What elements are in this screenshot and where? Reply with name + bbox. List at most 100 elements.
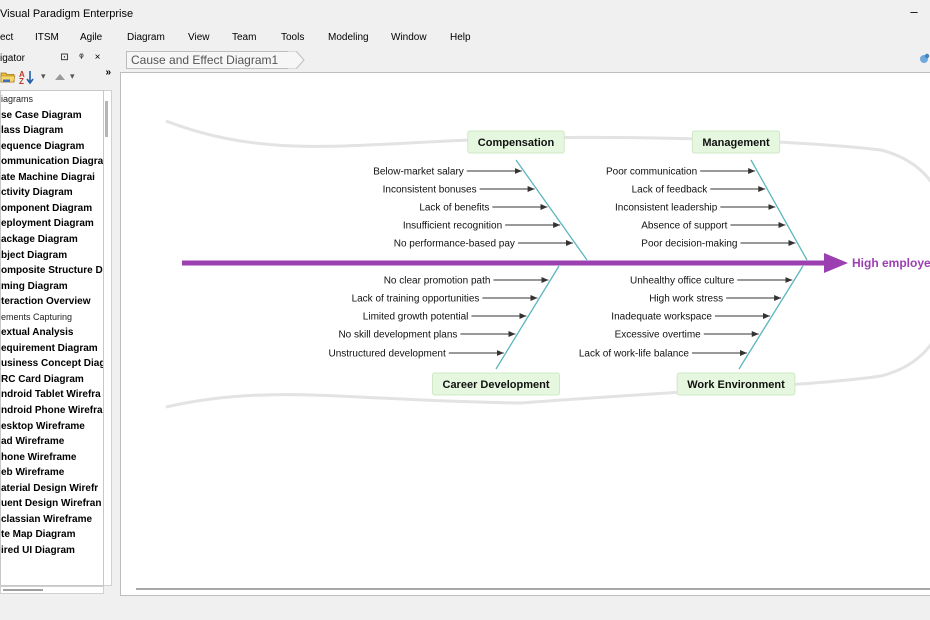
- navigator-diagram-item[interactable]: ired UI Diagram: [1, 544, 75, 556]
- menu-help[interactable]: Help: [450, 32, 471, 43]
- cause-label: Poor decision-making: [641, 239, 737, 250]
- cause-label: Inconsistent leadership: [615, 203, 718, 214]
- navigator-diagram-item[interactable]: ad Wireframe: [1, 436, 65, 448]
- sort-icon[interactable]: A Z: [19, 69, 35, 85]
- category-bone: [515, 159, 588, 261]
- tab-chevron-icon: [288, 51, 305, 69]
- toolbar-overflow-icon[interactable]: »: [105, 67, 111, 78]
- navigator-diagram-item[interactable]: RC Card Diagram: [1, 373, 84, 385]
- pin-panel-button[interactable]: ᵠ: [79, 52, 84, 63]
- navigator-diagram-item[interactable]: ndroid Tablet Wirefra: [1, 389, 101, 401]
- navigator-diagram-item[interactable]: se Case Diagram: [1, 109, 82, 121]
- navigator-diagram-item[interactable]: ndroid Phone Wirefra: [1, 405, 103, 416]
- navigator-diagram-item[interactable]: ate Machine Diagrai: [1, 171, 95, 183]
- navigator-diagram-item[interactable]: eployment Diagram: [1, 218, 94, 230]
- spine-arrowhead: [824, 253, 848, 273]
- cause-label: Absence of support: [641, 221, 727, 232]
- navigator-diagram-item[interactable]: aterial Design Wirefr: [1, 482, 99, 494]
- navigator-header: igator ⊡ ᵠ ×: [0, 50, 114, 66]
- category-bone: [495, 265, 560, 370]
- menu-modeling[interactable]: Modeling: [328, 32, 369, 43]
- menu-tools[interactable]: Tools: [281, 32, 305, 43]
- up-arrow-icon[interactable]: [52, 69, 68, 85]
- sort-options-caret[interactable]: ▾: [41, 71, 46, 81]
- navigator-title: igator: [0, 53, 26, 64]
- navigator-vertical-scrollbar[interactable]: [104, 90, 112, 586]
- cause-label: Excessive overtime: [615, 330, 702, 341]
- diagram-tab-bar: Cause and Effect Diagram1: [120, 48, 930, 72]
- float-panel-button[interactable]: ⊡: [60, 52, 69, 63]
- navigator-diagram-item[interactable]: ommunication Diagra: [1, 156, 104, 168]
- navigator-diagram-item[interactable]: omponent Diagram: [1, 202, 93, 214]
- diagram-overview-icon[interactable]: [918, 51, 930, 67]
- navigator-diagram-item[interactable]: ackage Diagram: [1, 233, 78, 245]
- navigator-section-header[interactable]: iagrams: [1, 94, 34, 104]
- navigator-diagram-item[interactable]: ctivity Diagram: [1, 187, 73, 199]
- folder-icon[interactable]: [0, 69, 16, 85]
- navigator-diagram-item[interactable]: omposite Structure D: [1, 265, 103, 277]
- navigator-section-header[interactable]: ements Capturing: [1, 311, 73, 322]
- menu-team[interactable]: Team: [232, 32, 257, 43]
- category-bone: [738, 265, 804, 370]
- navigator-diagram-item[interactable]: hone Wireframe: [1, 451, 77, 463]
- cause-label: No skill development plans: [338, 330, 457, 341]
- menu-project[interactable]: ect: [0, 32, 14, 43]
- minimize-button[interactable]: –: [910, 4, 918, 19]
- navigator-diagram-item[interactable]: usiness Concept Diag: [1, 358, 104, 370]
- navigator-diagram-item[interactable]: uent Design Wirefran: [1, 498, 102, 510]
- menu-diagram[interactable]: Diagram: [127, 32, 165, 43]
- navigator-diagram-item[interactable]: te Map Diagram: [1, 529, 76, 541]
- status-bar: [0, 596, 930, 620]
- navigator-diagram-item[interactable]: esktop Wireframe: [1, 420, 85, 432]
- navigator-diagram-item[interactable]: teraction Overview: [1, 296, 91, 308]
- navigator-horizontal-scrollbar[interactable]: [0, 586, 104, 594]
- cause-label: No performance-based pay: [394, 239, 515, 250]
- svg-text:A: A: [19, 70, 25, 79]
- menu-bar: ect ITSM Agile Diagram View Team Tools M…: [0, 28, 930, 48]
- cause-label: Below-market salary: [373, 167, 464, 178]
- navigator-diagram-item[interactable]: equence Diagram: [1, 140, 85, 152]
- close-panel-button[interactable]: ×: [94, 52, 101, 63]
- navigator-diagram-item[interactable]: equirement Diagram: [1, 342, 98, 354]
- cause-label: Unhealthy office culture: [630, 276, 735, 287]
- cause-label: High work stress: [649, 294, 723, 305]
- menu-itsm[interactable]: ITSM: [35, 32, 59, 43]
- category-bone: [750, 159, 808, 261]
- navigator-diagram-item[interactable]: eb Wireframe: [1, 467, 65, 479]
- cause-label: Inadequate workspace: [611, 312, 712, 323]
- navigator-diagram-item[interactable]: ming Diagram: [1, 280, 68, 292]
- menu-window[interactable]: Window: [391, 32, 427, 43]
- cause-label: Unstructured development: [328, 349, 446, 360]
- navigator-diagram-item[interactable]: lass Diagram: [1, 125, 64, 137]
- category-label: Compensation: [478, 137, 555, 149]
- category-box: [467, 130, 565, 154]
- up-options-caret[interactable]: ▾: [70, 71, 75, 81]
- cause-label: No clear promotion path: [384, 276, 491, 287]
- navigator-diagram-item[interactable]: bject Diagram: [1, 249, 68, 261]
- category-label: Work Environment: [687, 379, 785, 391]
- category-box: [432, 372, 560, 396]
- navigator-diagram-item[interactable]: classian Wireframe: [1, 513, 93, 525]
- diagram-type-list: iagrams se Case Diagram lass Diagram equenc…: [0, 90, 104, 586]
- menu-view[interactable]: View: [188, 32, 210, 43]
- cause-label: Lack of work-life balance: [579, 349, 689, 360]
- navigator-toolbar: A Z ▾ ▾ »: [0, 66, 114, 88]
- effect-label: High employe: [852, 256, 930, 270]
- category-label: Career Development: [443, 379, 550, 391]
- svg-text:Z: Z: [19, 77, 24, 85]
- app-title: Visual Paradigm Enterprise: [0, 8, 134, 20]
- canvas-horizontal-scrollbar[interactable]: [136, 586, 930, 592]
- category-box: [691, 130, 781, 154]
- cause-label: Lack of training opportunities: [352, 294, 480, 305]
- tab-cause-and-effect-diagram[interactable]: Cause and Effect Diagram1: [126, 51, 296, 69]
- diagram-navigator: igator ⊡ ᵠ × A Z ▾ ▾ » iagrams se Case Di…: [0, 48, 114, 596]
- cause-label: Limited growth potential: [363, 312, 469, 323]
- navigator-diagram-item[interactable]: extual Analysis: [1, 327, 74, 339]
- cause-label: Insufficient recognition: [403, 221, 502, 232]
- category-box: [676, 372, 796, 396]
- menu-agile[interactable]: Agile: [80, 32, 103, 43]
- cause-label: Inconsistent bonuses: [383, 185, 477, 196]
- cause-label: Lack of benefits: [419, 203, 489, 214]
